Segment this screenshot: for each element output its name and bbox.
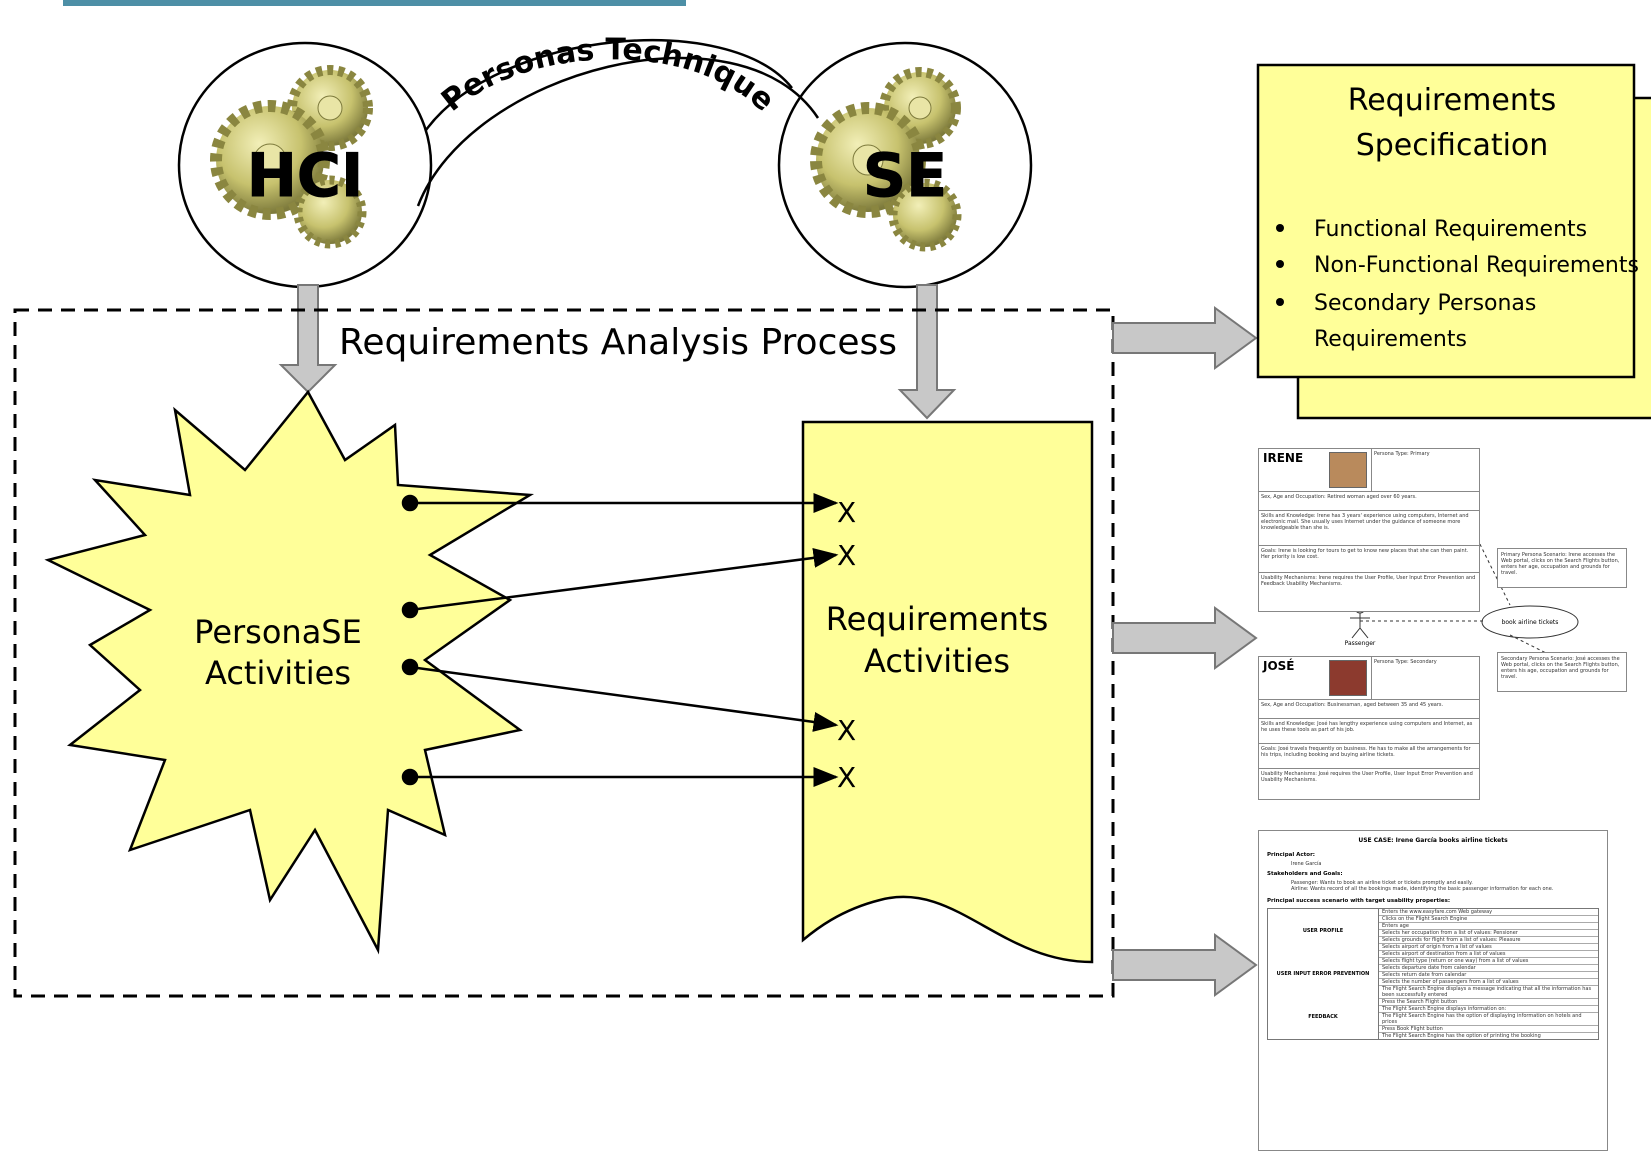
spec-bullet-1 <box>1276 224 1284 232</box>
top-bar <box>63 0 686 6</box>
persona-card-header: JOSÉ Persona Type: Secondary <box>1259 657 1479 700</box>
usecase-stake-label: Stakeholders and Goals: <box>1267 871 1343 877</box>
usecase-group: FEEDBACK <box>1308 1014 1338 1021</box>
connector-4 <box>401 767 839 787</box>
usecase-actor-label: Principal Actor: <box>1267 852 1315 858</box>
persona-note-primary: Primary Persona Scenario: Irene accesses… <box>1497 548 1627 588</box>
persona-actor-label: Passenger <box>1345 640 1376 647</box>
requirements-doc: Requirements Activities <box>801 420 1094 964</box>
usecase-actor: Irene García <box>1291 861 1322 867</box>
persona-photo-icon <box>1329 452 1367 488</box>
output-arrow-personas <box>1112 606 1258 670</box>
arc-label-path: Personas Technique <box>435 32 781 118</box>
connector-mark-3: X <box>837 714 856 747</box>
usecase-document: USE CASE: Irene García books airline tic… <box>1258 830 1608 1151</box>
usecase-step: The Flight Search Engine has the option … <box>1382 1033 1541 1039</box>
requirements-label-line1: Requirements <box>826 600 1048 638</box>
spec-bullet-2 <box>1276 260 1284 268</box>
usecase-step: Selects airport of destination from a li… <box>1379 951 1598 958</box>
usecase-ellipse <box>1481 605 1579 639</box>
output-arrow-usecase <box>1112 933 1258 997</box>
persona-row: Goals: José travels frequently on busine… <box>1259 744 1479 769</box>
personas-technique-arc: Personas Technique <box>416 32 820 207</box>
connector-3 <box>401 658 839 732</box>
personase-label-line2: Activities <box>205 654 351 692</box>
usecase-step: Press Book Flight button <box>1379 1026 1598 1033</box>
persona-card-jose: JOSÉ Persona Type: Secondary Sex, Age an… <box>1258 656 1480 800</box>
connector-mark-2: X <box>837 539 856 572</box>
persona-row: Skills and Knowledge: Irene has 3 years'… <box>1259 511 1479 546</box>
usecase-step: Press the Search Flight button <box>1379 999 1598 1006</box>
usecase-step: Selects return date from calendar <box>1379 972 1598 979</box>
connector-1 <box>401 493 839 513</box>
usecase-scenario-label: Principal success scenario with target u… <box>1267 898 1451 904</box>
usecase-step: Selects her occupation from a list of va… <box>1379 930 1598 937</box>
persona-row: Usability Mechanisms: José requires the … <box>1261 771 1473 783</box>
usecase-stake-item: Airline: Wants record of all the booking… <box>1291 886 1554 892</box>
usecase-steps: Enters the www.easyfare.com Web gateway … <box>1379 909 1598 1039</box>
persona-type: Persona Type: Primary <box>1371 449 1479 491</box>
persona-usecase-label: book airline tickets <box>1502 619 1559 626</box>
usecase-step: Selects the number of passengers from a … <box>1379 979 1598 986</box>
persona-name: JOSÉ <box>1263 659 1295 673</box>
persona-row: Sex, Age and Occupation: Retired woman a… <box>1259 492 1479 511</box>
spec-bullet-3 <box>1276 298 1284 306</box>
usecase-step: The Flight Search Engine has the option … <box>1379 1013 1598 1026</box>
usecase-group: USER INPUT ERROR PREVENTION <box>1276 970 1370 977</box>
connector-mark-4: X <box>837 761 856 794</box>
usecase-title: USE CASE: Irene García books airline tic… <box>1358 837 1508 844</box>
se-gears-icon <box>810 67 962 252</box>
usecase-group-column: USER PROFILE USER INPUT ERROR PREVENTION… <box>1268 909 1379 1039</box>
usecase-step: Enters the www.easyfare.com Web gateway <box>1379 909 1598 916</box>
persona-card-header: IRENE Persona Type: Primary <box>1259 449 1479 492</box>
se-node: SE <box>777 41 1033 289</box>
requirements-label-line2: Activities <box>864 642 1010 680</box>
persona-card-irene: IRENE Persona Type: Primary Sex, Age and… <box>1258 448 1480 612</box>
hci-label: HCI <box>247 141 364 211</box>
connector-mark-1: X <box>837 496 856 529</box>
persona-row: Usability Mechanisms: Irene requires the… <box>1261 575 1476 587</box>
persona-note-secondary: Secondary Persona Scenario: José accesse… <box>1497 652 1627 692</box>
hci-gears-icon <box>210 65 373 249</box>
spec-box-front <box>1256 63 1636 379</box>
connectors <box>401 493 839 787</box>
persona-row: Skills and Knowledge: José has lengthy e… <box>1259 719 1479 744</box>
usecase-step: Clicks on the Flight Search Engine <box>1379 916 1598 923</box>
se-down-arrow <box>897 284 957 420</box>
persona-row: Goals: Irene is looking for tours to get… <box>1259 546 1479 573</box>
persona-name: IRENE <box>1263 451 1304 465</box>
persona-row: Sex, Age and Occupation: Businessman, ag… <box>1259 700 1479 719</box>
connector-2 <box>401 547 839 619</box>
usecase-group: USER PROFILE <box>1302 927 1344 934</box>
usecase-step: Selects departure date from calendar <box>1379 965 1598 972</box>
arc-label: Personas Technique <box>435 32 781 118</box>
usecase-step: Selects grounds for flight from a list o… <box>1379 937 1598 944</box>
usecase-table: USER PROFILE USER INPUT ERROR PREVENTION… <box>1267 908 1599 1040</box>
usecase-step: The Flight Search Engine displays inform… <box>1379 1006 1598 1013</box>
spec-item-2: Non-Functional Requirements <box>1314 253 1639 278</box>
spec-item-3-line2: Requirements <box>1314 327 1467 352</box>
persona-type: Persona Type: Secondary <box>1371 657 1479 699</box>
process-label: Requirements Analysis Process <box>339 322 897 363</box>
hci-down-arrow <box>278 284 338 394</box>
usecase-step: The Flight Search Engine displays a mess… <box>1379 986 1598 999</box>
spec-title-line1: Requirements <box>1348 83 1557 118</box>
personase-star: PersonaSE Activities <box>44 389 535 955</box>
process-box <box>13 308 1115 998</box>
se-label: SE <box>863 141 947 211</box>
spec-box: Requirements Specification Functional Re… <box>1256 63 1651 420</box>
hci-node: HCI <box>177 41 433 289</box>
output-arrow-spec <box>1112 306 1258 370</box>
persona-photo-icon <box>1329 660 1367 696</box>
spec-title-line2: Specification <box>1356 128 1549 163</box>
usecase-step: Selects airport of origin from a list of… <box>1379 944 1598 951</box>
usecase-step: Enters age <box>1379 923 1598 930</box>
usecase-step: Selects flight type (return or one way) … <box>1379 958 1598 965</box>
spec-item-1: Functional Requirements <box>1314 217 1587 242</box>
spec-item-3-line1: Secondary Personas <box>1314 291 1536 316</box>
personase-label-line1: PersonaSE <box>194 613 362 651</box>
usecase-stake-item: Passenger: Wants to book an airline tick… <box>1291 880 1473 886</box>
